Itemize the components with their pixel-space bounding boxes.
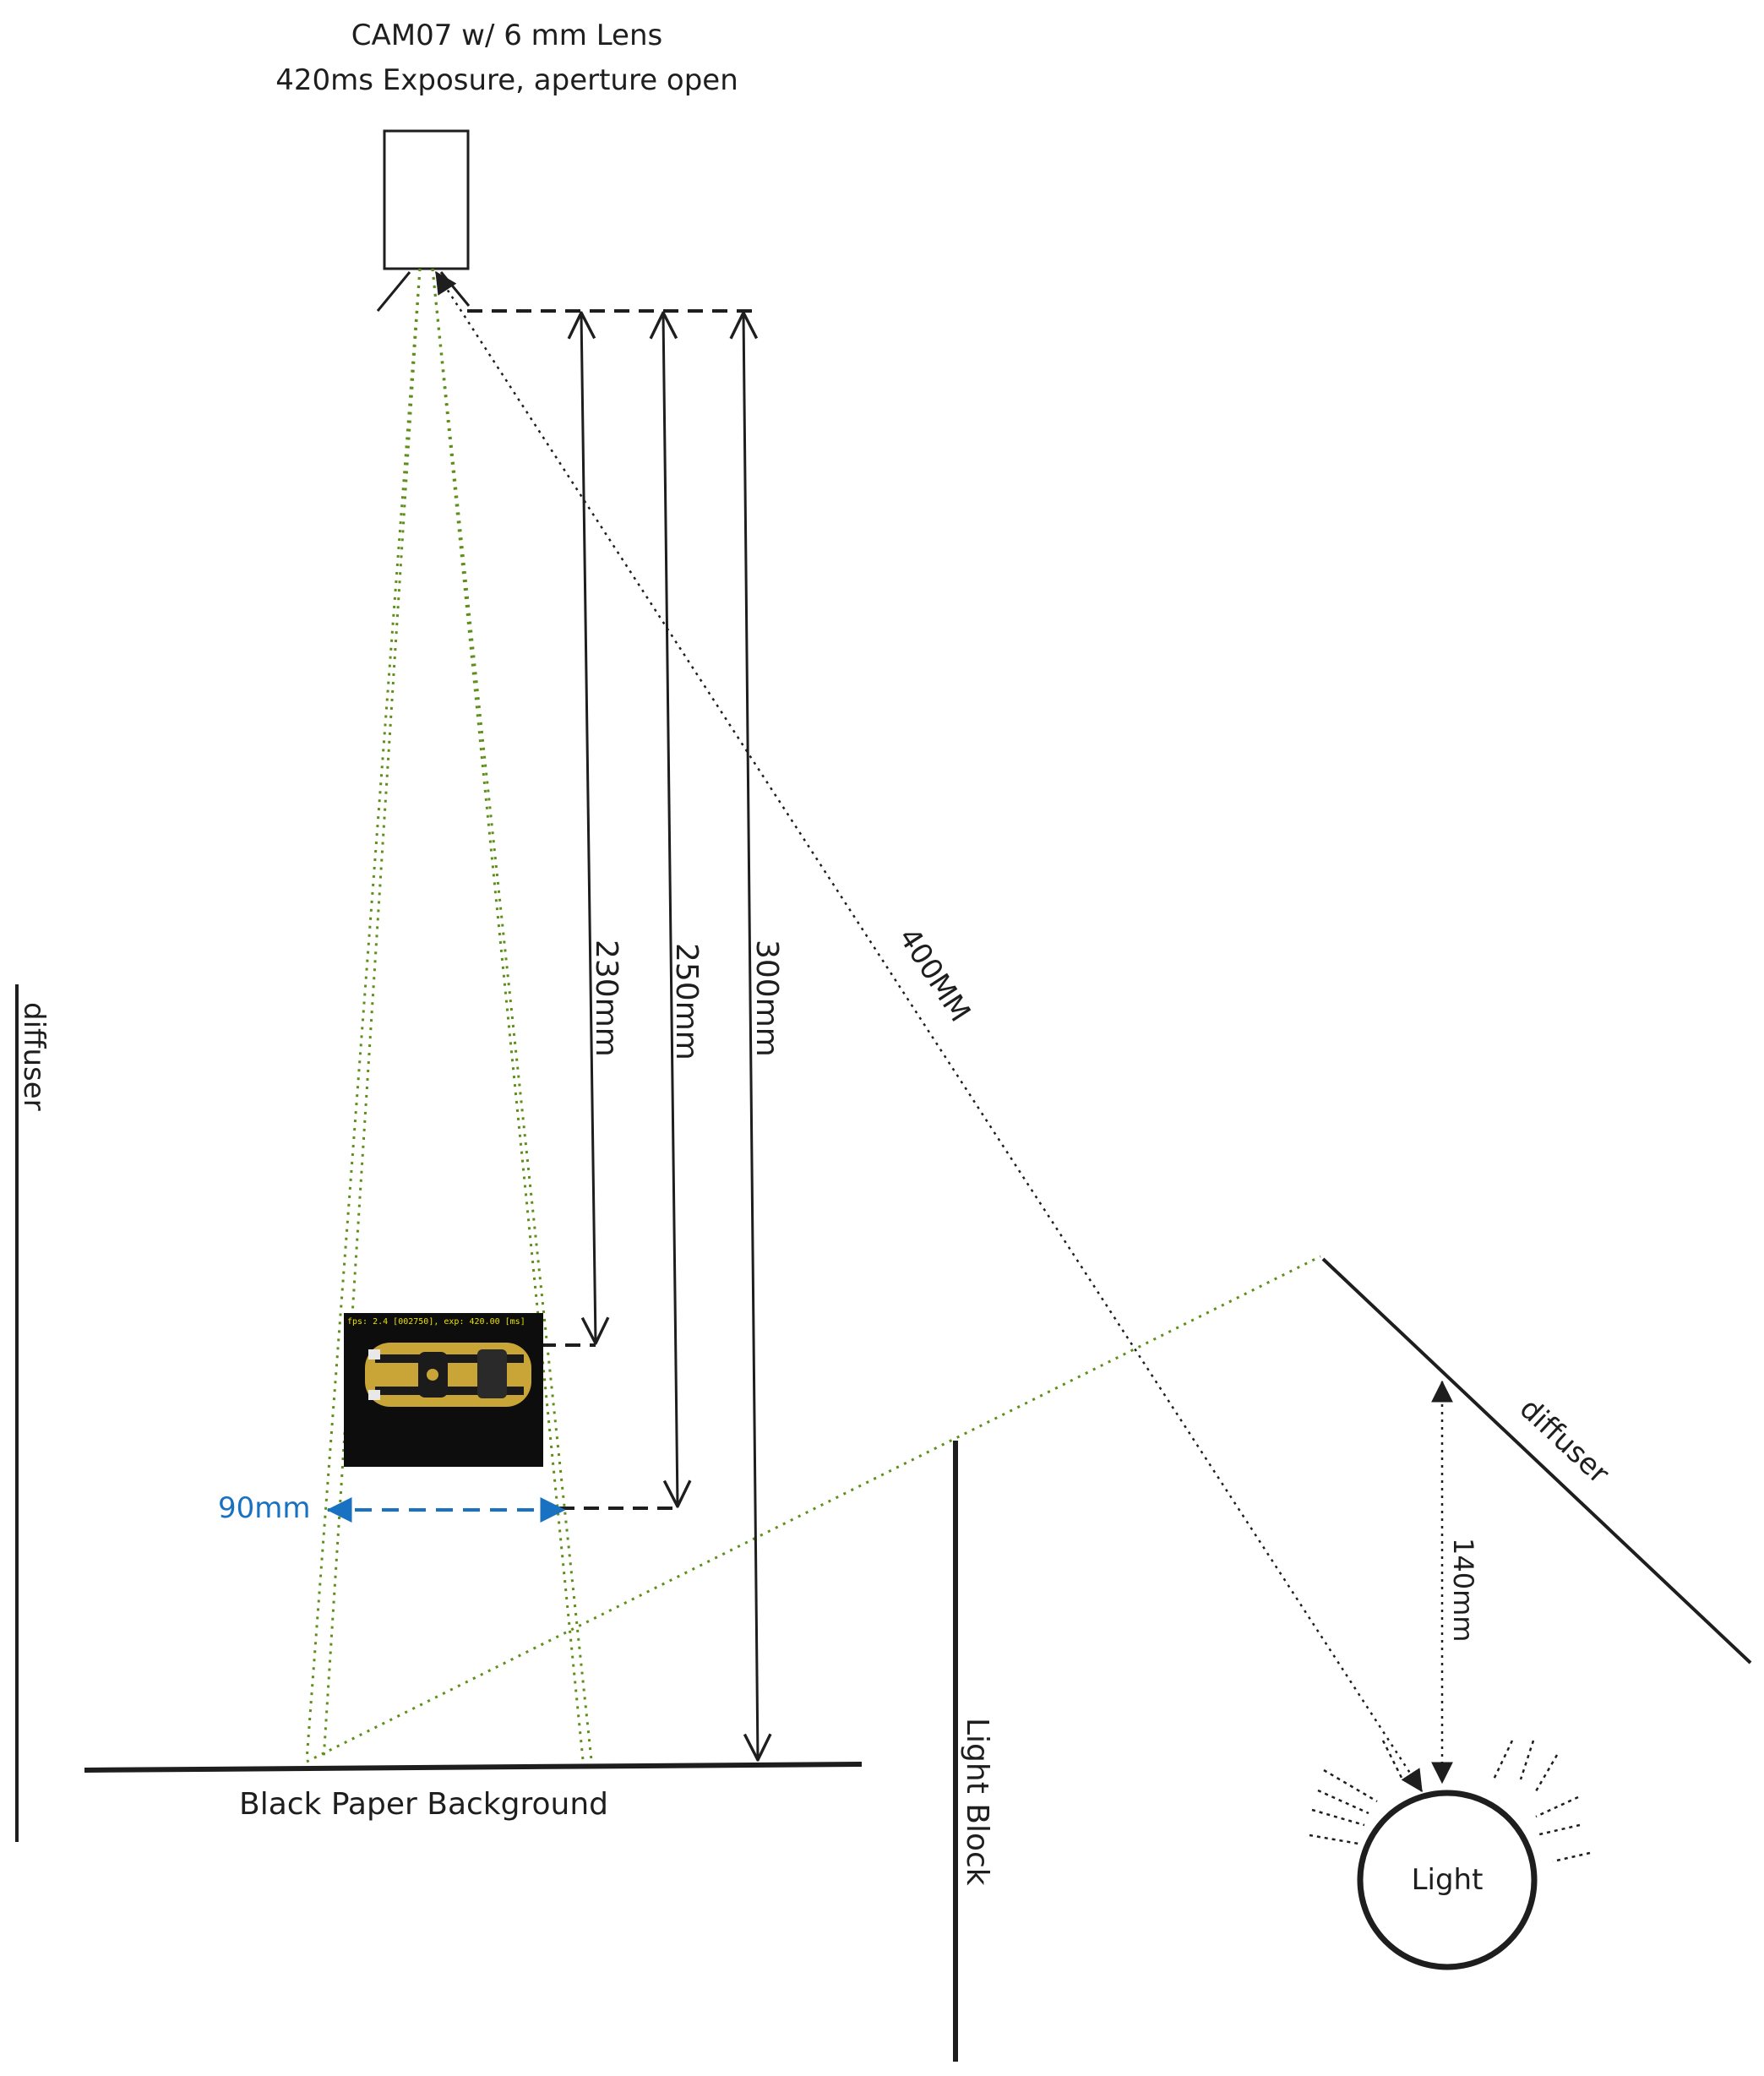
dim-400-label: 400MM bbox=[891, 922, 977, 1027]
camera-body bbox=[383, 129, 470, 270]
fov-outer-right bbox=[431, 268, 593, 1761]
light-rays bbox=[1309, 1740, 1591, 1863]
light-block-label: Light Block bbox=[960, 1718, 994, 1886]
diffuser-left-label: diffuser bbox=[17, 1002, 51, 1111]
background-label: Black Paper Background bbox=[239, 1787, 608, 1822]
dim-250-label: 250mm bbox=[669, 943, 704, 1060]
dim-90-label: 90mm bbox=[218, 1491, 311, 1525]
camera-title-line2: 420ms Exposure, aperture open bbox=[275, 63, 738, 97]
diffuser-right-line bbox=[1321, 1257, 1752, 1665]
dim-300-line bbox=[743, 313, 758, 1760]
light-circle bbox=[1357, 1790, 1538, 1970]
dim-400-line bbox=[434, 270, 1424, 1793]
dim-300-label: 300mm bbox=[749, 940, 784, 1057]
camera-title-line1: CAM07 w/ 6 mm Lens bbox=[351, 19, 663, 52]
camera-lens-left bbox=[376, 271, 411, 312]
fov-inner-right bbox=[431, 268, 585, 1761]
dim-140-label: 140mm bbox=[1447, 1538, 1479, 1642]
dim-230-label: 230mm bbox=[589, 940, 623, 1057]
dim-250-line bbox=[663, 313, 678, 1507]
light-label: Light bbox=[1412, 1863, 1484, 1897]
camera-lens-right bbox=[439, 271, 471, 307]
car-top-view bbox=[365, 1343, 531, 1407]
capture-thumbnail: fps: 2.4 [002750], exp: 420.00 [ms] bbox=[344, 1313, 543, 1467]
diffuser-right-label: diffuser bbox=[1513, 1392, 1615, 1490]
dim-230-line bbox=[581, 313, 596, 1343]
background-line bbox=[84, 1762, 863, 1773]
fov-inner-left bbox=[322, 268, 422, 1761]
capture-overlay-text: fps: 2.4 [002750], exp: 420.00 [ms] bbox=[347, 1317, 525, 1327]
fov-outer-left bbox=[305, 268, 422, 1761]
